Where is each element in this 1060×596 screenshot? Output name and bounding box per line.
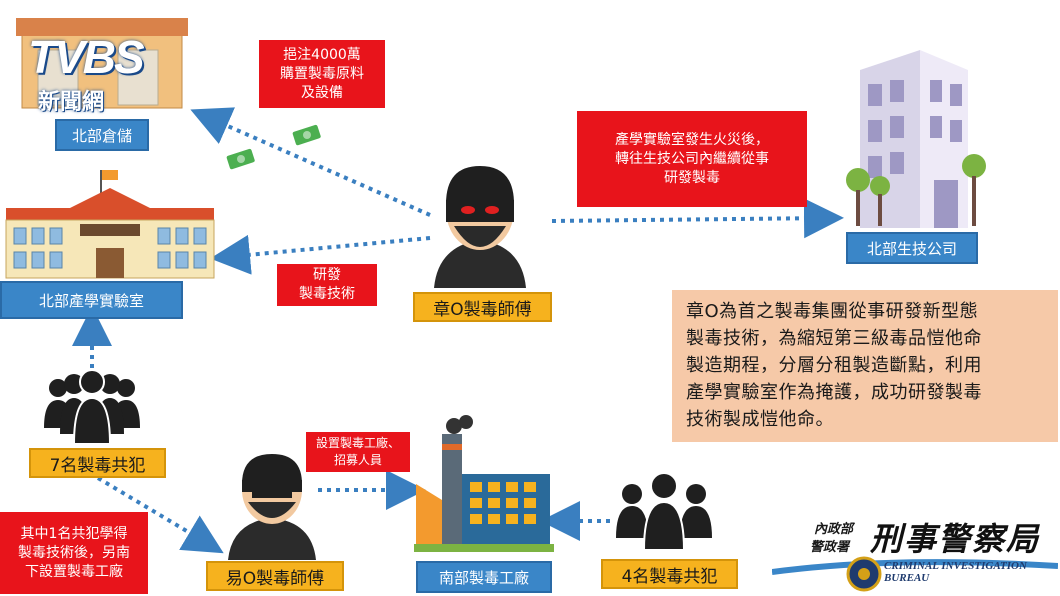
- accomplices-4-group-icon: [612, 472, 716, 552]
- note-fire: 產學實驗室發生火災後， 轉往生技公司內繼續從事 研發製毒: [577, 111, 807, 207]
- note-learned-line: 下設置製毒工廠: [25, 563, 123, 580]
- masked-master-icon: [430, 160, 530, 288]
- bureau-logo-swoosh: [772, 556, 1058, 592]
- bureau-ministry-bottom: 警政署: [810, 540, 850, 555]
- note-research-line: 研發: [313, 267, 341, 283]
- note-learned-line: 其中1名共犯學得: [20, 525, 128, 542]
- note-fire-line: 研發製毒: [664, 169, 720, 186]
- bureau-name: 刑事警察局: [870, 520, 1041, 558]
- arrow-accomplices-to-yi: [96, 476, 224, 554]
- note-setup-line: 招募人員: [333, 453, 382, 467]
- note-funding: 挹注4000萬 購置製毒原料 及設備: [259, 40, 385, 108]
- school-illustration: [0, 168, 220, 280]
- note-setup: 設置製毒工廠、 招募人員: [306, 432, 410, 472]
- summary-line: 製毒技術，為縮短第三級毒品愷他命: [686, 328, 982, 349]
- money-icon: [292, 124, 322, 148]
- label-accomplices-4: 4名製毒共犯: [601, 559, 738, 589]
- arrow-master-to-lab: [210, 234, 431, 275]
- note-learned: 其中1名共犯學得 製毒技術後，另南 下設置製毒工廠: [0, 512, 148, 594]
- factory-illustration: [414, 414, 554, 554]
- masked-master-yi-icon: [222, 450, 322, 560]
- note-funding-line: 購置製毒原料: [280, 65, 364, 82]
- summary-line: 技術製成愷他命。: [686, 409, 834, 430]
- note-learned-line: 製毒技術後，另南: [18, 544, 130, 561]
- money-icon: [226, 148, 256, 172]
- note-fire-line: 轉往生技公司內繼續從事: [615, 150, 769, 167]
- note-fire-line: 產學實驗室發生火災後，: [615, 131, 769, 148]
- label-south-factory: 南部製毒工廠: [416, 561, 552, 593]
- note-funding-line: 及設備: [301, 84, 343, 101]
- note-funding-line: 挹注4000萬: [283, 46, 361, 63]
- summary-line: 製造期程，分層分租製造斷點，利用: [686, 355, 982, 376]
- bureau-english: CRIMINAL INVESTIGATION BUREAU: [884, 560, 1027, 584]
- summary-line: 章O為首之製毒集團從事研發新型態: [686, 301, 979, 322]
- bureau-ministry-top: 內政部: [814, 522, 854, 537]
- summary-line: 產學實驗室作為掩護，成功研發製毒: [686, 382, 982, 403]
- label-north-biotech: 北部生技公司: [846, 232, 978, 264]
- arrow-master-to-biotech: [551, 198, 844, 239]
- tvbs-logo-subtitle: 新聞網: [38, 90, 105, 115]
- accomplices-group-icon: [40, 368, 144, 446]
- warehouse-illustration: [8, 10, 198, 110]
- tvbs-logo: TVBS 新聞網: [28, 30, 208, 116]
- label-accomplices-7: 7名製毒共犯: [29, 448, 166, 478]
- office-building-illustration: [840, 40, 990, 230]
- note-research: 研發 製毒技術: [277, 264, 377, 306]
- note-research-line: 製毒技術: [299, 286, 355, 302]
- label-north-lab: 北部產學實驗室: [0, 281, 183, 319]
- label-master-yi: 易O製毒師傅: [206, 561, 344, 591]
- note-setup-line: 設置製毒工廠、: [315, 436, 400, 450]
- tvbs-logo-brand: TVBS: [28, 31, 145, 83]
- bureau-logo: 內政部 警政署 刑事警察局 CRIMINAL INVESTIGATION BUR…: [772, 512, 1058, 596]
- summary-box: 章O為首之製毒集團從事研發新型態 製毒技術，為縮短第三級毒品愷他命 製造期程，分…: [672, 290, 1058, 442]
- label-north-warehouse: 北部倉儲: [55, 119, 149, 151]
- label-master-zhang: 章O製毒師傅: [413, 292, 552, 322]
